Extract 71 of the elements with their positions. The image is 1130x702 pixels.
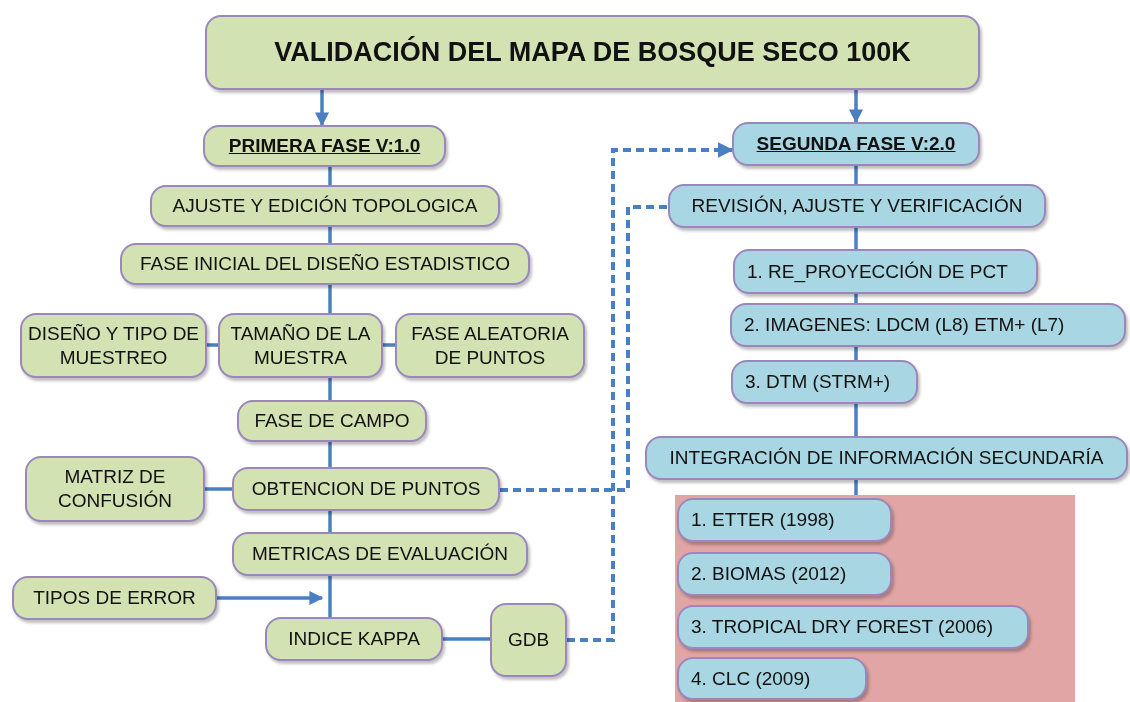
connector-line xyxy=(854,228,858,249)
process-box xyxy=(120,243,530,285)
node-text: VALIDACIÓN DEL MAPA DE BOSQUE SECO 100K xyxy=(274,35,911,69)
connector-line xyxy=(207,343,218,347)
process-box xyxy=(645,436,1128,480)
connector-line xyxy=(328,511,332,532)
node-text: REVISIÓN, AJUSTE Y VERIFICACIÓN xyxy=(691,194,1023,218)
node-text: INDICE KAPPA xyxy=(288,627,420,651)
phase-box xyxy=(203,125,446,167)
process-box xyxy=(733,249,1038,294)
node-text: 1. ETTER (1998) xyxy=(691,508,835,532)
dashed-connector xyxy=(500,205,668,492)
node-text: FASE DE CAMPO xyxy=(254,409,410,433)
node-text: INTEGRACIÓN DE INFORMACIÓN SECUNDARÍA xyxy=(669,446,1104,470)
process-box xyxy=(265,617,443,661)
arrow xyxy=(315,90,329,127)
process-box xyxy=(490,603,567,677)
process-box xyxy=(237,400,427,442)
node-text: 1. RE_PROYECCIÓN DE PCT xyxy=(747,259,1008,284)
node-text: METRICAS DE EVALUACIÓN xyxy=(251,542,509,566)
process-box xyxy=(218,313,383,378)
process-box xyxy=(25,456,205,522)
process-box xyxy=(150,185,500,227)
connector-line xyxy=(328,378,332,400)
node-text: MATRIZ DE CONFUSIÓN xyxy=(57,465,173,513)
connector-line xyxy=(854,404,858,436)
process-box xyxy=(395,313,585,378)
node-text: 2. BIOMAS (2012) xyxy=(691,562,847,586)
connector-line xyxy=(383,343,395,347)
process-box xyxy=(730,303,1126,347)
process-box xyxy=(12,576,217,620)
node-text: FASE ALEATORIA DE PUNTOS xyxy=(410,321,570,370)
connector-line xyxy=(328,227,332,243)
connector-line xyxy=(854,294,858,303)
node-text: OBTENCION DE PUNTOS xyxy=(251,477,481,501)
node-text: TIPOS DE ERROR xyxy=(33,586,196,610)
connector-line xyxy=(854,480,858,495)
node-text: SEGUNDA FASE V:2.0 xyxy=(756,132,956,156)
dashed-connector xyxy=(567,142,734,642)
node-text: TAMAÑO DE LA MUESTRA xyxy=(229,321,372,370)
arrow xyxy=(217,591,324,605)
process-box xyxy=(232,532,528,576)
node-text: 3. DTM (STRM+) xyxy=(745,370,891,394)
arrow xyxy=(849,90,863,124)
process-box xyxy=(232,467,500,511)
connector-line xyxy=(328,442,332,467)
node-text: FASE INICIAL DEL DISEÑO ESTADISTICO xyxy=(140,252,510,276)
node-text: 3. TROPICAL DRY FOREST (2006) xyxy=(691,615,993,639)
source-box xyxy=(677,498,892,542)
process-box xyxy=(731,360,918,404)
process-box xyxy=(668,184,1046,228)
connector-line xyxy=(205,487,232,491)
node-text: DISEÑO Y TIPO DE MUESTREO xyxy=(26,321,201,370)
process-box xyxy=(20,313,207,378)
connector-line xyxy=(854,166,858,184)
node-text: 2. IMAGENES: LDCM (L8) ETM+ (L7) xyxy=(744,313,1065,337)
source-box xyxy=(677,552,892,596)
node-text: 4. CLC (2009) xyxy=(691,666,811,691)
node-text: PRIMERA FASE V:1.0 xyxy=(228,134,421,158)
phase-box xyxy=(732,122,980,166)
node-text: AJUSTE Y EDICIÓN TOPOLOGICA xyxy=(172,194,478,218)
connector-line xyxy=(328,576,332,617)
node-text: GDB xyxy=(507,628,550,652)
source-panel xyxy=(675,495,1075,702)
connector-line xyxy=(328,285,332,313)
source-box xyxy=(677,605,1029,649)
connector-line xyxy=(328,167,332,185)
connector-line xyxy=(854,347,858,360)
connector-line xyxy=(443,637,490,641)
source-box xyxy=(677,657,867,700)
title-box xyxy=(205,15,980,90)
